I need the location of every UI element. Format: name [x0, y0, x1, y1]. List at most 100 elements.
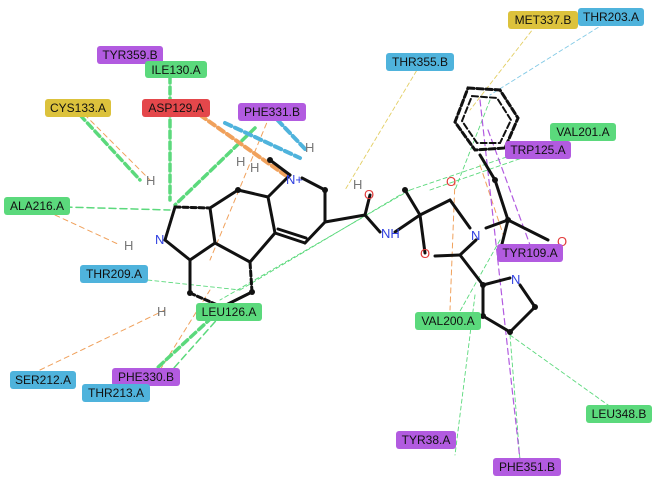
bond — [506, 218, 550, 242]
oxygen-atom: O — [420, 246, 430, 261]
residue-cys133a[interactable]: CYS133.A — [45, 99, 111, 117]
residue-tyr109a[interactable]: TYR109.A — [497, 244, 563, 262]
residue-label: THR355.B — [392, 55, 448, 69]
bond — [508, 305, 537, 334]
contact-line — [39, 309, 166, 371]
ligand-bonds — [163, 86, 550, 334]
residue-thr213a[interactable]: THR213.A — [82, 384, 150, 402]
residue-label: VAL201.A — [556, 125, 609, 139]
residue-tyr38a[interactable]: TYR38.A — [396, 431, 456, 449]
nitrogen-atom: N — [155, 232, 164, 247]
residue-leu348b[interactable]: LEU348.B — [586, 405, 652, 423]
contact-line — [454, 294, 476, 456]
nitrogen-cation-atom: N+ — [286, 172, 303, 187]
residue-label: ALA216.A — [10, 199, 64, 213]
atom-dot — [480, 313, 486, 319]
contact-line — [454, 99, 491, 191]
atom-dot — [505, 217, 511, 223]
residue-label: PHE330.B — [118, 370, 174, 384]
residue-ala216a[interactable]: ALA216.A — [4, 197, 70, 215]
residue-thr355b[interactable]: THR355.B — [386, 53, 454, 71]
residue-label: MET337.B — [515, 13, 572, 27]
atom-dot — [480, 282, 486, 288]
bond — [163, 205, 177, 242]
atom-dot — [187, 290, 193, 296]
residue-phe351b[interactable]: PHE351.B — [493, 458, 561, 476]
contact-line — [64, 206, 171, 211]
bond — [163, 238, 192, 262]
bond — [273, 231, 307, 245]
residue-labels: TYR359.B ILE130.A CYS133.A ASP129.A PHE3… — [4, 8, 652, 476]
oxygen-atom: O — [364, 187, 374, 202]
bond — [266, 173, 292, 199]
bond — [448, 198, 472, 230]
bond — [276, 227, 308, 240]
residue-phe330b[interactable]: PHE330.B — [112, 368, 180, 386]
bond — [418, 213, 427, 255]
contact-line — [119, 276, 241, 291]
residue-ile130a[interactable]: ILE130.A — [145, 61, 207, 78]
atom-dot — [507, 329, 513, 335]
bond — [323, 213, 367, 224]
residue-label: LEU126.A — [202, 305, 257, 319]
contact-line — [479, 164, 506, 241]
residue-leu126a[interactable]: LEU126.A — [196, 303, 262, 321]
residue-phe331b[interactable]: PHE331.B — [238, 103, 306, 121]
contact-line — [209, 114, 271, 261]
residue-thr209a[interactable]: THR209.A — [80, 265, 148, 283]
residue-val200a[interactable]: VAL200.A — [415, 312, 481, 330]
residue-label: TRP125.A — [510, 143, 565, 157]
salt-bridge — [198, 113, 287, 177]
bond — [481, 276, 512, 287]
hydrogen-atom: H — [353, 177, 362, 192]
residue-label: SER212.A — [15, 373, 71, 387]
bond — [213, 241, 252, 264]
atom-dot — [322, 187, 328, 193]
bond — [208, 206, 217, 245]
nitrogen-atom: N — [511, 272, 520, 287]
residue-val201a[interactable]: VAL201.A — [550, 123, 616, 141]
contact-line — [77, 107, 151, 181]
contact-line — [344, 64, 421, 191]
atom-dot — [267, 157, 273, 163]
hydrogen-atom: H — [146, 173, 155, 188]
residue-ser212a[interactable]: SER212.A — [10, 371, 76, 389]
residue-label: TYR109.A — [502, 246, 557, 260]
atom-dot — [235, 187, 241, 193]
bond — [518, 283, 537, 309]
contact-line — [509, 334, 521, 461]
residue-asp129a[interactable]: ASP129.A — [142, 99, 210, 117]
bond — [236, 188, 270, 199]
bond — [418, 198, 452, 217]
hydrogen-atom: H — [157, 304, 166, 319]
residue-met337b[interactable]: MET337.B — [508, 11, 578, 29]
residue-label: THR203.A — [583, 10, 639, 24]
bond — [433, 253, 462, 258]
contact-line — [78, 113, 142, 182]
bond — [363, 213, 382, 234]
bond — [393, 213, 422, 234]
contact-line — [449, 179, 456, 311]
hbond-weak-contacts — [489, 19, 611, 96]
contact-line — [489, 19, 611, 96]
atom-dot — [492, 177, 498, 183]
orange-contacts — [39, 107, 506, 371]
contact-line — [54, 214, 121, 246]
atom-dot — [402, 187, 408, 193]
bond — [303, 220, 327, 245]
bond — [266, 195, 277, 235]
residue-label: PHE351.B — [499, 460, 555, 474]
bond — [478, 153, 497, 182]
residue-thr203a[interactable]: THR203.A — [578, 8, 644, 26]
amide-nh-atom: NH — [381, 226, 400, 241]
bond — [268, 158, 292, 177]
hydrogen-atom: H — [250, 160, 259, 175]
contact-line — [223, 121, 302, 160]
hydrogen-atom: H — [305, 140, 314, 155]
bond — [458, 253, 485, 287]
residue-label: ILE130.A — [151, 63, 200, 77]
residue-trp125a[interactable]: TRP125.A — [505, 141, 571, 159]
residue-tyr359b[interactable]: TYR359.B — [97, 46, 163, 64]
bond — [248, 260, 254, 294]
